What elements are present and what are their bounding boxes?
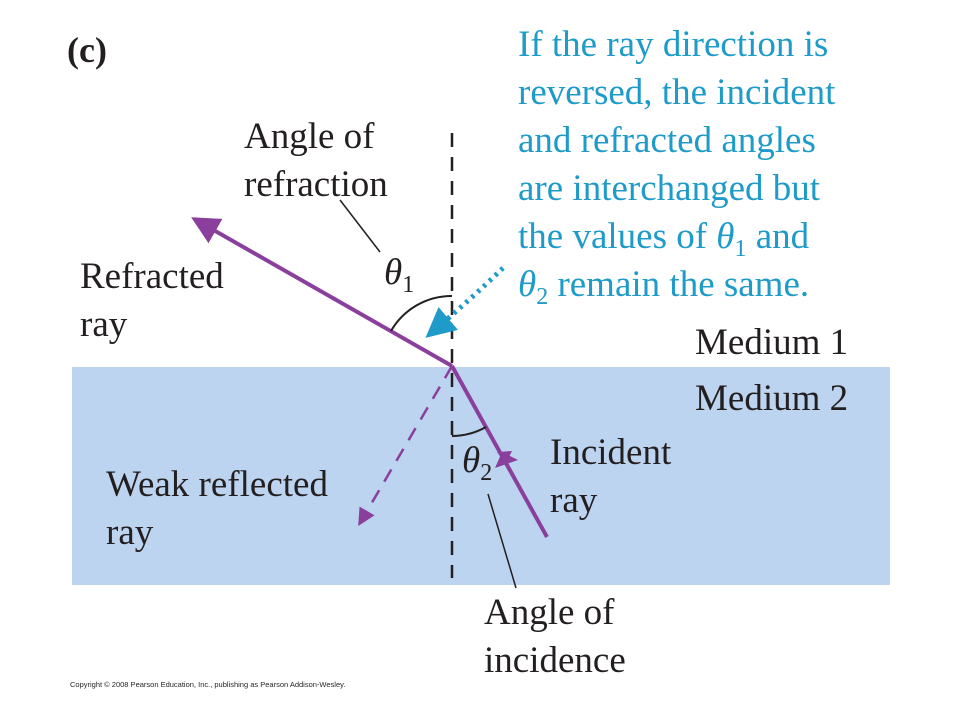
- note-line-6: θ2 remain the same.: [518, 264, 809, 310]
- note-line-5-text: the values of: [518, 216, 716, 257]
- theta-2-symbol: θ: [462, 440, 480, 481]
- theta-1-subscript: 1: [402, 272, 414, 298]
- medium-2-label: Medium 2: [695, 378, 848, 419]
- note-line-2: reversed, the incident: [518, 72, 836, 113]
- weak-reflected-ray: [358, 365, 454, 527]
- note-pointer-arrow: [425, 266, 505, 338]
- medium-2-region: [72, 367, 890, 585]
- refracted-ray-label-1: Refracted: [80, 256, 224, 297]
- theta-1-arc: [390, 294, 453, 332]
- note-line-1: If the ray direction is: [518, 24, 828, 65]
- angle-of-refraction-label-2: refraction: [244, 164, 388, 205]
- note-line-5-end: and: [746, 216, 809, 257]
- theta-2-subscript: 2: [480, 460, 492, 486]
- angle-of-refraction-label-1: Angle of: [244, 116, 375, 157]
- note-line-4: are interchanged but: [518, 168, 821, 209]
- note-theta-1-sub: 1: [734, 236, 746, 262]
- theta-2-label: θ2: [462, 440, 492, 486]
- incident-arrow-tip: [495, 452, 518, 468]
- angle-of-refraction-leader: [339, 199, 381, 253]
- note-line-5: the values of θ1 and: [518, 216, 810, 262]
- incident-ray: [450, 365, 549, 538]
- reversal-note: If the ray direction is reversed, the in…: [518, 24, 836, 310]
- note-theta-2-sub: 2: [536, 284, 548, 310]
- angle-of-incidence-label-1: Angle of: [484, 592, 615, 633]
- note-line-3: and refracted angles: [518, 120, 816, 161]
- weak-reflected-ray-label-1: Weak reflected: [106, 464, 328, 505]
- weak-reflected-ray-label-2: ray: [106, 512, 154, 553]
- theta-1-label: θ1: [384, 252, 414, 298]
- copyright-notice: Copyright © 2008 Pearson Education, Inc.…: [70, 680, 345, 689]
- medium-1-label: Medium 1: [695, 322, 848, 363]
- incident-ray-label-1: Incident: [550, 432, 672, 473]
- theta-1-symbol: θ: [384, 252, 402, 293]
- panel-label: (c): [67, 30, 107, 70]
- theta-2-arc: [451, 426, 487, 437]
- refracted-ray-label-2: ray: [80, 304, 128, 345]
- angle-of-incidence-leader: [487, 493, 517, 589]
- angle-of-incidence-label-2: incidence: [484, 640, 626, 681]
- refracted-ray: [191, 217, 453, 368]
- incident-ray-label-2: ray: [550, 480, 598, 521]
- note-theta-2: θ: [518, 264, 536, 305]
- note-line-6-end: remain the same.: [548, 264, 809, 305]
- note-theta-1: θ: [716, 216, 734, 257]
